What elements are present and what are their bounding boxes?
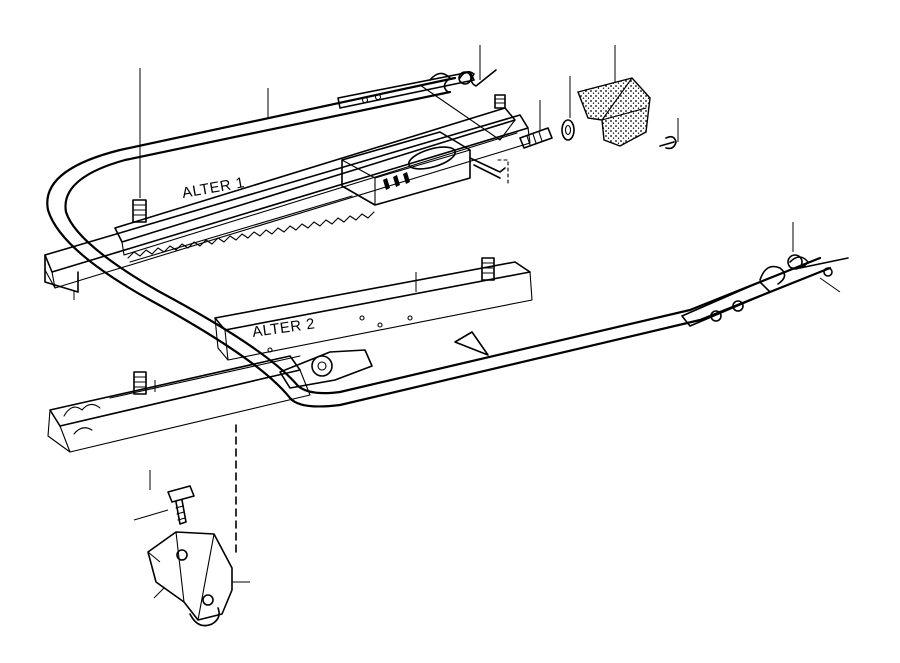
- callout-lines: [73, 45, 841, 599]
- lower-rail-assembly: [44, 254, 533, 453]
- adjust-bolt: [519, 127, 553, 149]
- alter-2-label: ALTER 2: [251, 315, 316, 341]
- roller-bracket: [279, 349, 373, 389]
- bracket-screw: [659, 135, 677, 150]
- right-hardware: [519, 77, 849, 327]
- slider-block: [341, 131, 471, 206]
- mounting-bolt: [167, 485, 195, 503]
- bottom-bracket: [147, 485, 233, 627]
- tubular-frame: [46, 76, 832, 408]
- foam-bracket: [577, 77, 651, 147]
- right-spring: [759, 256, 849, 285]
- upper-rail-assembly: [44, 69, 531, 289]
- release-arm: [681, 281, 771, 327]
- washer: [561, 119, 575, 141]
- rack-teeth: [127, 211, 375, 259]
